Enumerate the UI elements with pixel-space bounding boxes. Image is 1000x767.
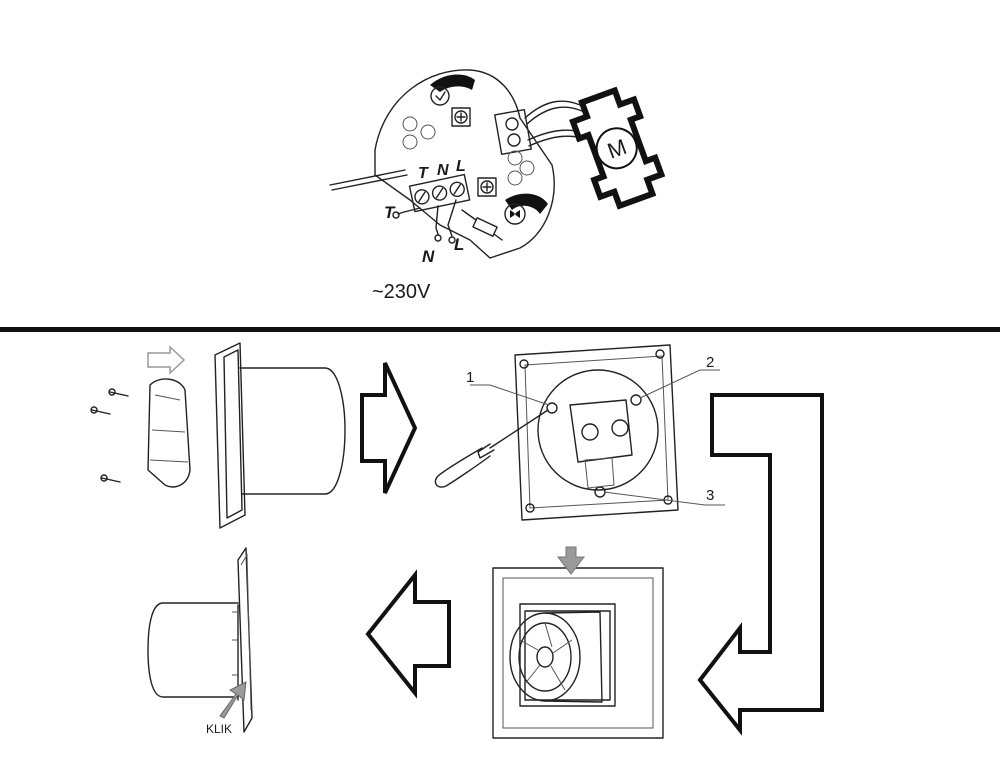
klik-arrow [219,681,247,719]
callout-2: 2 [706,354,714,371]
wire-label-l: L [454,235,464,254]
insert-arrow [556,546,586,575]
voltage-label: ~230V [372,281,431,303]
electronics-module [147,378,191,488]
callout-3: 3 [706,487,714,504]
section-divider [0,327,1000,332]
square-panel [514,344,679,521]
callout-1: 1 [466,369,474,386]
wire-label-n: N [422,247,435,266]
resistor [472,217,498,237]
adjust-screw-right [477,177,497,197]
screws [90,388,129,483]
step-1-exploded-fan [90,342,346,529]
fan-cylinder-side [147,602,239,698]
arrow-left [365,569,451,699]
terminal-label-n: N [437,162,449,179]
wall-frame [492,567,664,739]
fan-icon [504,203,526,225]
terminal-label-t: T [418,165,429,182]
adjust-screw-top [451,107,471,127]
klik-label: KLIK [206,722,232,736]
speed-knob-arrow [505,193,548,214]
arrow-snake-down-left [697,393,824,736]
step-4-side-view-klik: KLIK [147,547,253,736]
wire-label-t: T [384,203,396,222]
motor-symbol: M [569,86,666,210]
fan-housing-ring [537,369,659,491]
screw-2 [630,394,642,406]
front-panel [214,342,246,529]
wall-panel-side [237,547,253,733]
main-terminal-block [408,173,471,213]
direction-arrow-small [147,345,186,375]
arrow-right [360,362,418,494]
motor-terminal-block [494,108,532,156]
timer-knob-arrow [430,74,475,92]
step-3-installed-in-wall [492,546,664,739]
circuit-board [374,69,555,259]
timer-icon [430,86,450,106]
screw-1 [546,402,558,414]
terminal-label-l: L [456,158,466,175]
screwdriver [489,409,549,449]
fan-cylinder [239,367,346,495]
screw-3 [594,486,606,498]
wiring-diagram: M T N L [329,69,666,303]
step-2-front-view: 1 2 3 [434,344,725,521]
